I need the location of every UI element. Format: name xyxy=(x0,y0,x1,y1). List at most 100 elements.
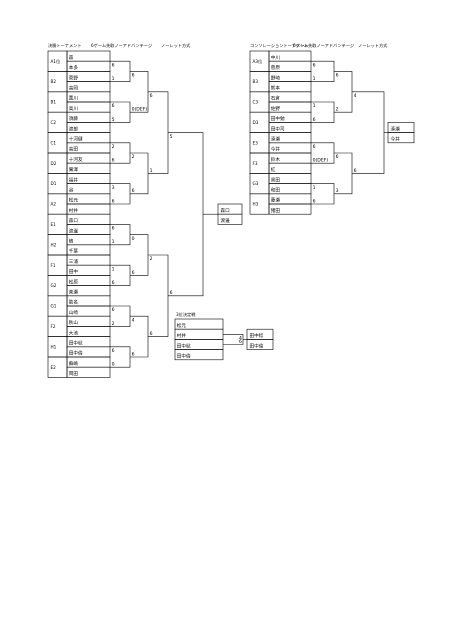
player-name: 秋山 xyxy=(69,319,79,326)
consolation-title: コンソレーショントーナメント xyxy=(250,43,309,49)
player-cell xyxy=(66,50,111,62)
player-name: 黒田 xyxy=(271,177,281,183)
match-score: 6 xyxy=(150,331,153,337)
seed-label: A2 xyxy=(51,202,57,207)
player-name: 高田 xyxy=(69,146,79,153)
champion-name: 渡邊 xyxy=(221,217,231,224)
seed-label: A3位 xyxy=(253,58,263,64)
match-score: 1 xyxy=(112,239,115,245)
player-name: 楽瀬 xyxy=(69,289,79,296)
match-score: 1 xyxy=(313,103,316,109)
player-name: 村井 xyxy=(177,332,187,339)
match-score: 4 xyxy=(354,93,357,99)
seed-label: B2 xyxy=(51,79,57,84)
match-score: 5 xyxy=(170,134,173,140)
match-score: 6 xyxy=(354,168,357,174)
match-score: 6 xyxy=(313,117,316,123)
seed-label: C2 xyxy=(51,120,57,125)
player-name: 湊瀬 xyxy=(271,136,281,143)
bracket-line xyxy=(168,132,204,297)
seed-label: C1 xyxy=(51,140,57,145)
player-name: 谷 xyxy=(69,187,74,194)
match-score: 6 xyxy=(132,188,135,194)
player-name: 高川 xyxy=(69,105,79,112)
player-name: 渡邊 xyxy=(69,227,79,234)
player-name: 田中 xyxy=(69,268,79,275)
match-score: 2 xyxy=(132,154,135,160)
player-cell xyxy=(66,366,111,378)
player-name: 鷲澤 xyxy=(69,166,79,173)
match-score: 6 xyxy=(313,62,316,68)
consolation-format: 6ゲーム先取ノーアドバンテージ xyxy=(293,42,354,49)
match-score: 0 xyxy=(132,236,135,242)
match-score: 2 xyxy=(336,107,339,113)
player-name: 佐野 xyxy=(271,105,281,112)
player-name: 鈴木 xyxy=(271,156,281,163)
seed-label: D1 xyxy=(51,181,57,186)
player-name: 田中稔 xyxy=(177,342,191,349)
match-score: 0(DEF) xyxy=(132,107,148,113)
seed-label: F1 xyxy=(51,263,56,268)
player-name: 福井 xyxy=(69,176,79,183)
player-name: 今井 xyxy=(271,146,281,153)
player-name: 菅原 xyxy=(271,64,281,71)
match-score: 6 xyxy=(132,270,135,276)
seed-label: E3 xyxy=(253,140,259,145)
match-score: 6 xyxy=(336,73,339,79)
player-name: 助名 xyxy=(69,299,78,306)
match-score: 6 xyxy=(112,103,115,109)
seed-label: E1 xyxy=(51,222,57,227)
consolation-method: ノーレット方式 xyxy=(358,42,388,49)
match-score: 3 xyxy=(336,188,339,194)
match-score: 6 xyxy=(112,62,115,68)
bracket-line xyxy=(148,254,169,337)
player-name: 薫川 xyxy=(69,95,79,102)
player-name: 十河健 xyxy=(69,136,83,143)
match-score: 0(DEF) xyxy=(313,158,329,164)
match-score: 6 xyxy=(112,348,115,354)
player-name: 岡田 xyxy=(69,371,79,377)
match-score: 6 xyxy=(313,198,316,204)
seed-label: F2 xyxy=(51,324,56,329)
champion-name: 森口 xyxy=(221,207,231,214)
seed-label: C3 xyxy=(253,100,259,105)
player-cell xyxy=(174,349,224,361)
seed-label: D3 xyxy=(253,120,259,125)
match-score: 1 xyxy=(112,76,115,82)
match-score: 2 xyxy=(150,256,153,262)
match-score: 6 xyxy=(112,280,115,286)
seed-label: H2 xyxy=(51,242,57,247)
third-place-title: 3位決定戦 xyxy=(176,311,196,318)
seed-label: H1 xyxy=(51,344,57,349)
champion-name: 田中稔 xyxy=(250,332,264,339)
player-name: 大池 xyxy=(69,329,79,336)
player-name: 十河友 xyxy=(69,156,83,163)
seed-label: B1 xyxy=(51,100,57,105)
match-score: 2 xyxy=(112,144,115,150)
match-score: 1 xyxy=(150,168,153,174)
seed-label: F3 xyxy=(253,161,258,166)
main-method: ノーレット方式 xyxy=(161,42,191,49)
player-name: 田中倫 xyxy=(177,353,191,360)
match-score: 6 xyxy=(170,290,173,296)
seed-label: E2 xyxy=(51,365,57,370)
bracket-line xyxy=(352,91,385,174)
match-score: 6 xyxy=(239,339,242,345)
champion-name: 今井 xyxy=(391,136,401,143)
seed-label: G1 xyxy=(51,304,57,309)
match-score: 1 xyxy=(313,76,316,82)
player-name: 野崎 xyxy=(271,74,281,81)
player-name: 田中稔 xyxy=(69,340,83,347)
player-name: 高岡 xyxy=(69,85,79,92)
champion-name: 田中倫 xyxy=(250,342,264,349)
player-name: 熊本 xyxy=(271,85,281,92)
player-name: 猪田 xyxy=(271,207,281,214)
match-score: 1 xyxy=(313,185,316,191)
player-name: 中川 xyxy=(271,54,281,61)
player-name: 須藤 xyxy=(69,115,79,122)
player-name: 村井 xyxy=(69,207,79,214)
player-name: 蘇嶋 xyxy=(69,360,79,367)
bracket-line xyxy=(148,91,169,174)
main-bracket: A1位森本多B2菅野高岡B1薫川高川C2須藤渡部C1十河健高田D2十河友鷲澤D1… xyxy=(47,50,243,378)
